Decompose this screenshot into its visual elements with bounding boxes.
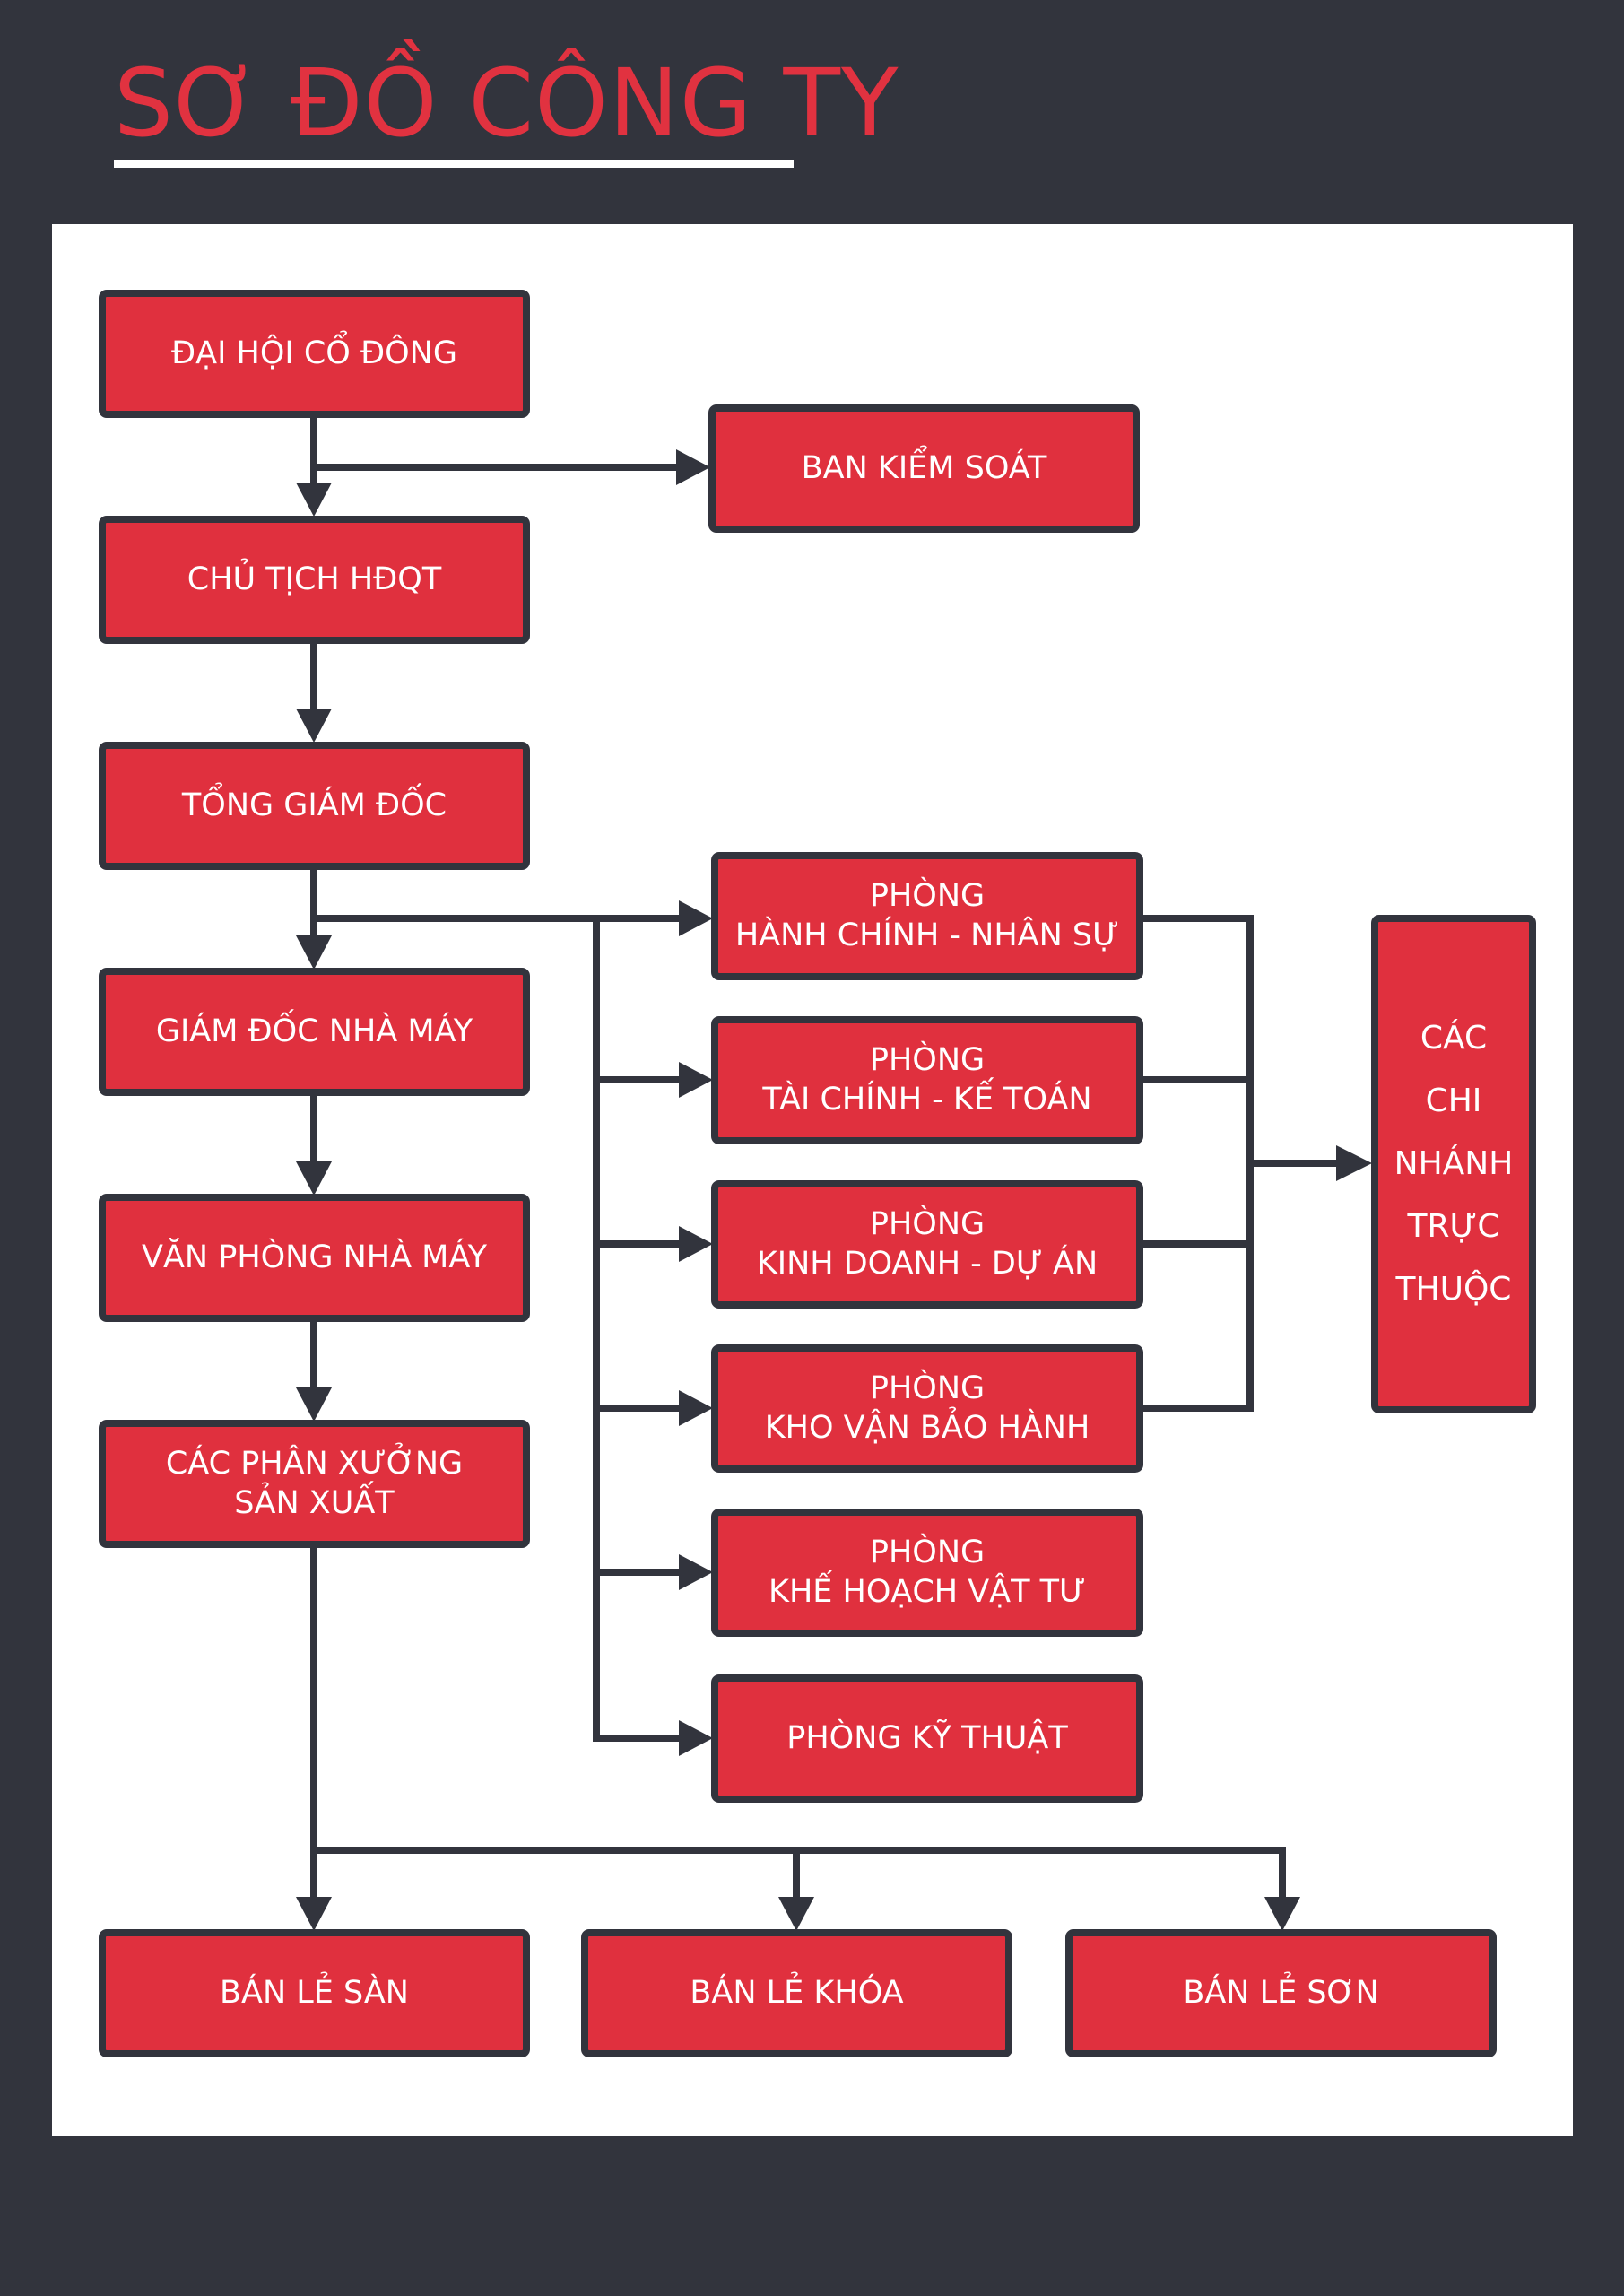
node-phong-ky-thuat: PHÒNG KỸ THUẬT xyxy=(711,1674,1143,1803)
node-ban-kiem-soat: BAN KIỂM SOÁT xyxy=(708,404,1140,533)
node-cac-phan-xuong: CÁC PHÂN XƯỞNG SẢN XUẤT xyxy=(99,1420,530,1548)
node-ban-le-san: BÁN LẺ SÀN xyxy=(99,1929,530,2057)
node-ban-le-khoa: BÁN LẺ KHÓA xyxy=(581,1929,1012,2057)
node-phong-kho-van: PHÒNG KHO VẬN BẢO HÀNH xyxy=(711,1344,1143,1473)
node-tong-giam-doc: TỔNG GIÁM ĐỐC xyxy=(99,742,530,870)
node-phong-ke-hoach: PHÒNG KHẾ HOẠCH VẬT TƯ xyxy=(711,1509,1143,1637)
node-phong-tai-chinh: PHÒNG TÀI CHÍNH - KẾ TOÁN xyxy=(711,1016,1143,1144)
page-title: SƠ ĐỒ CÔNG TY xyxy=(114,48,899,158)
node-phong-hanh-chinh: PHÒNG HÀNH CHÍNH - NHÂN SỰ xyxy=(711,852,1143,980)
node-ban-le-son: BÁN LẺ SƠN xyxy=(1065,1929,1497,2057)
node-giam-doc-nha-may: GIÁM ĐỐC NHÀ MÁY xyxy=(99,968,530,1096)
node-chu-tich-hdqt: CHỦ TỊCH HĐQT xyxy=(99,516,530,644)
title-underline xyxy=(114,160,794,168)
node-dai-hoi-co-dong: ĐẠI HỘI CỔ ĐÔNG xyxy=(99,290,530,418)
node-phong-kinh-doanh: PHÒNG KINH DOANH - DỰ ÁN xyxy=(711,1180,1143,1309)
node-van-phong-nha-may: VĂN PHÒNG NHÀ MÁY xyxy=(99,1194,530,1322)
node-cac-chi-nhanh: CÁC CHI NHÁNH TRỰC THUỘC xyxy=(1371,915,1536,1413)
